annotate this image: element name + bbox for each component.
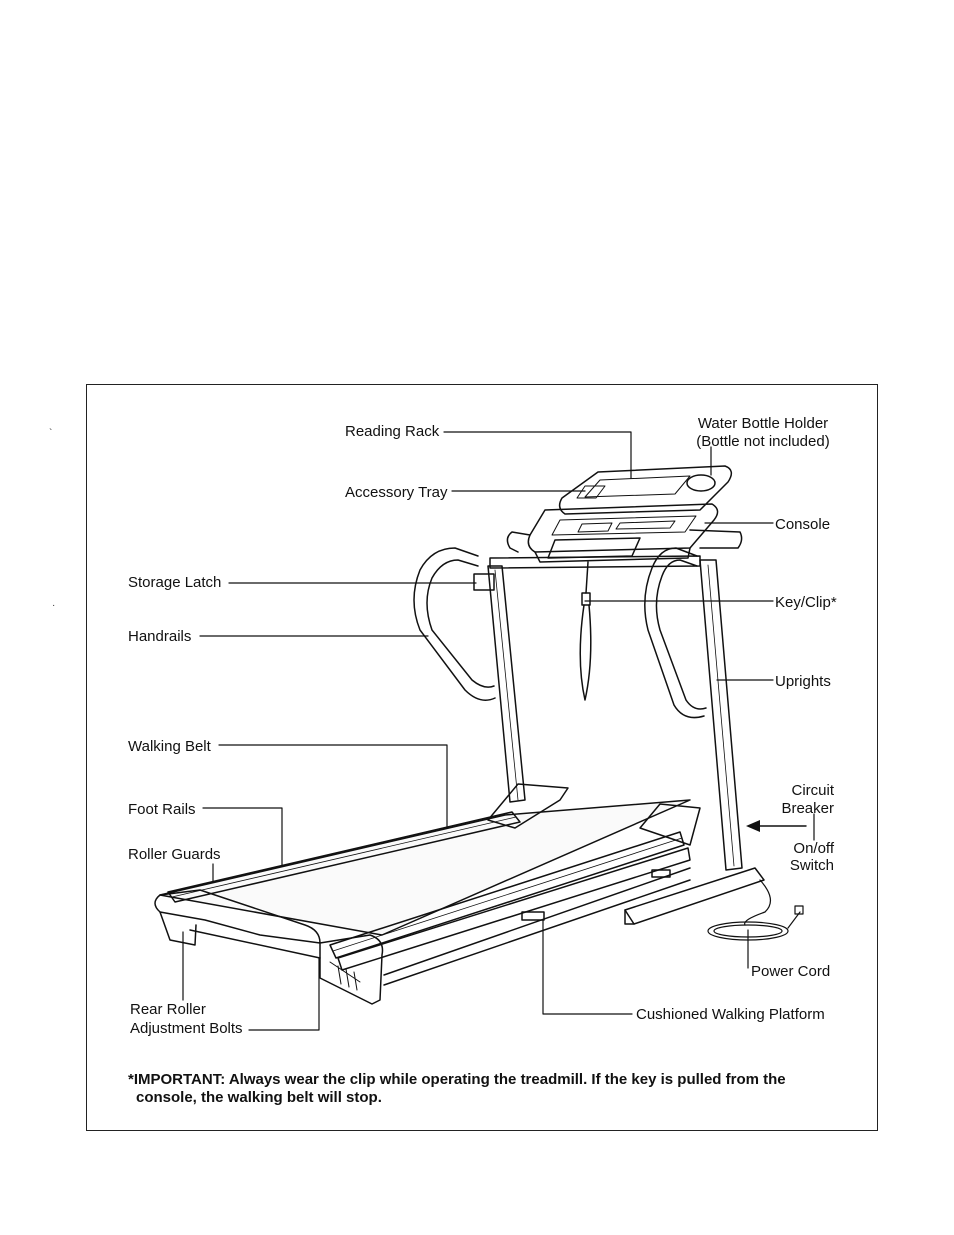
label-bottle-not-included: (Bottle not included) — [696, 433, 830, 450]
label-rear-roller: Rear Roller — [130, 1001, 206, 1018]
important-note-line-2: console, the walking belt will stop. — [136, 1089, 382, 1106]
label-switch: Switch — [789, 857, 834, 874]
label-reading-rack: Reading Rack — [345, 423, 440, 440]
console-assembly — [489, 465, 743, 569]
label-console: Console — [775, 516, 831, 533]
label-accessory-tray: Accessory Tray — [345, 484, 448, 501]
important-note: *IMPORTANT: Always wear the clip while o… — [128, 1071, 786, 1107]
label-handrails: Handrails — [128, 628, 192, 645]
scan-speck: · — [52, 600, 56, 611]
label-water-bottle-holder: Water Bottle Holder — [697, 415, 829, 432]
circuit-breaker-arrow — [746, 820, 760, 832]
label-key-clip: Key/Clip* — [775, 594, 837, 611]
scan-speck: ` — [49, 428, 53, 439]
handrails — [413, 547, 707, 719]
treadmill-deck — [154, 783, 765, 1005]
label-on-off: On/off — [793, 840, 834, 857]
label-uprights: Uprights — [775, 673, 831, 690]
power-cord — [707, 879, 804, 941]
safety-key-clip — [579, 561, 592, 701]
important-note-line-1: *IMPORTANT: Always wear the clip while o… — [128, 1071, 786, 1088]
label-roller-guards: Roller Guards — [128, 846, 221, 863]
label-walking-belt: Walking Belt — [128, 738, 211, 755]
label-foot-rails: Foot Rails — [128, 801, 196, 818]
label-breaker: Breaker — [781, 800, 834, 817]
uprights — [473, 559, 743, 871]
label-circuit: Circuit — [791, 782, 834, 799]
label-storage-latch: Storage Latch — [128, 574, 222, 591]
label-power-cord: Power Cord — [751, 963, 831, 980]
diagram-frame — [86, 384, 878, 1131]
leader-lines — [182, 431, 815, 1031]
label-adjustment-bolts: Adjustment Bolts — [130, 1020, 243, 1037]
label-cushioned-walking-platform: Cushioned Walking Platform — [636, 1006, 825, 1023]
